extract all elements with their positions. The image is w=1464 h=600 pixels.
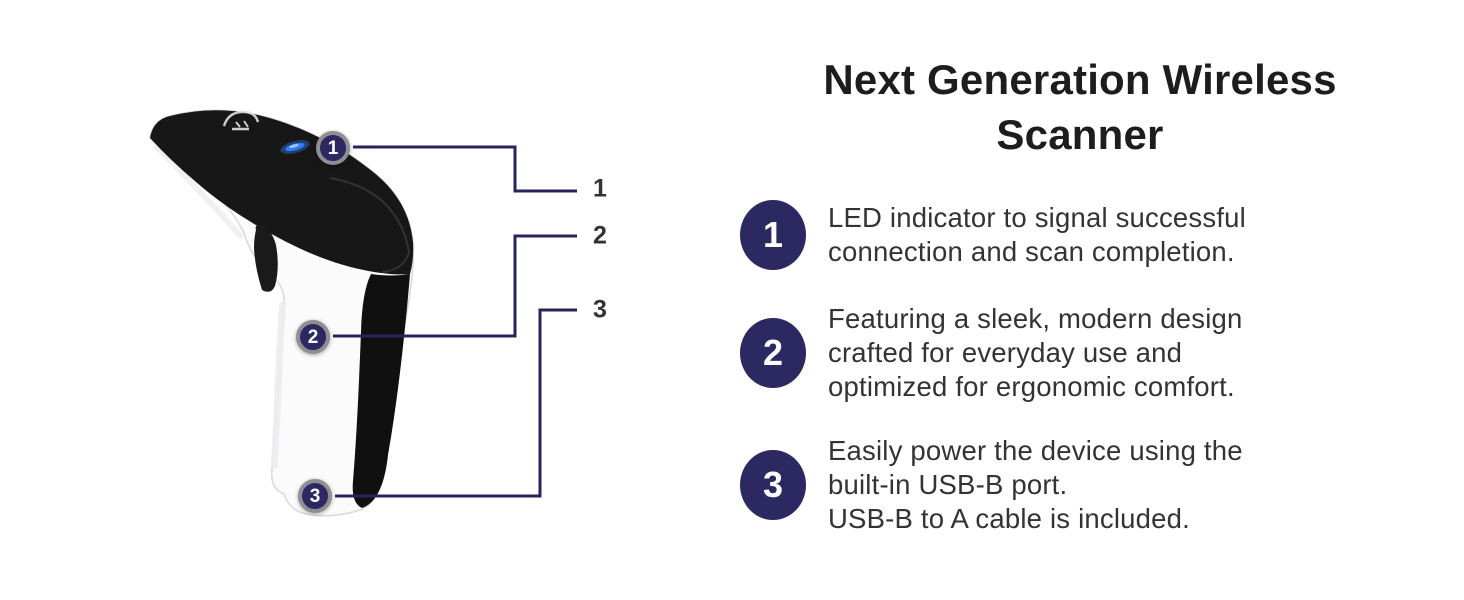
scanner-head (150, 110, 414, 275)
callout-line-1 (353, 145, 577, 193)
feature-text-3: Easily power the device using the built-… (828, 435, 1243, 534)
feature-badge-1: 1 (740, 200, 806, 270)
trigger (254, 224, 278, 292)
feature-badge-3: 3 (740, 450, 806, 520)
feature-text-1: LED indicator to signal successful conne… (828, 202, 1246, 267)
scanner-badge-3-number: 3 (309, 485, 321, 507)
feature-badge-1-number: 1 (762, 214, 784, 255)
feature-badge-2: 2 (740, 318, 806, 388)
body-shading (270, 301, 287, 469)
scanner-back-strip (352, 274, 410, 508)
feature-text-2: Featuring a sleek, modern design crafted… (828, 303, 1243, 402)
scanner-badge-3: 3 (298, 479, 332, 513)
callout-label-2: 2 (593, 221, 607, 250)
feature-row-2: 2 Featuring a sleek, modern design craft… (740, 302, 1243, 404)
callout-line-3 (335, 308, 577, 498)
feature-row-3: 3 Easily power the device using the buil… (740, 434, 1243, 536)
callout-line-2 (333, 234, 577, 338)
callout-label-1: 1 (593, 174, 607, 203)
led-indicator (280, 140, 310, 154)
scanner-badge-1: 1 (316, 131, 350, 165)
scanner-badge-1-number: 1 (327, 137, 339, 159)
brand-logo-icon (222, 110, 260, 131)
scanner-badge-2-number: 2 (307, 326, 319, 348)
feature-badge-2-number: 2 (762, 332, 784, 373)
head-seam (329, 177, 411, 273)
page-title: Next Generation Wireless Scanner (823, 56, 1337, 158)
feature-row-1: 1 LED indicator to signal successful con… (740, 200, 1246, 270)
scanner-badge-2: 2 (296, 320, 330, 354)
scanner-illustration (149, 109, 577, 517)
feature-badge-3-number: 3 (762, 464, 784, 505)
callout-label-3: 3 (593, 295, 607, 324)
face-shading (152, 142, 245, 240)
